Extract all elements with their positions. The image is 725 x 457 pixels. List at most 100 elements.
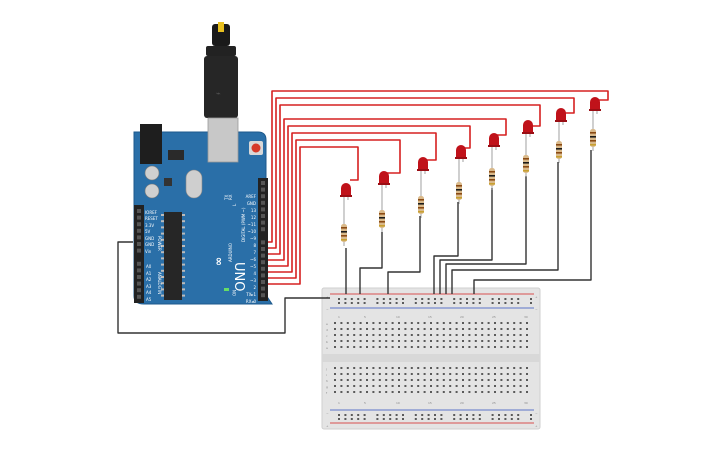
breadboard-hole[interactable] xyxy=(481,340,484,342)
breadboard-hole[interactable] xyxy=(481,334,484,336)
breadboard-hole[interactable] xyxy=(334,322,336,324)
breadboard-hole[interactable] xyxy=(449,322,452,324)
breadboard-hole[interactable] xyxy=(398,391,400,393)
breadboard-hole[interactable] xyxy=(423,346,426,348)
breadboard-hole[interactable] xyxy=(346,346,349,348)
breadboard-hole[interactable] xyxy=(357,414,360,416)
breadboard-hole[interactable] xyxy=(382,414,385,416)
led-2[interactable] xyxy=(378,171,390,190)
breadboard-hole[interactable] xyxy=(417,373,420,375)
breadboard-hole[interactable] xyxy=(442,373,445,375)
breadboard-hole[interactable] xyxy=(513,391,516,393)
breadboard-hole[interactable] xyxy=(474,334,477,336)
breadboard-hole[interactable] xyxy=(402,298,404,300)
breadboard-hole[interactable] xyxy=(462,391,464,393)
led-body[interactable] xyxy=(379,171,389,184)
breadboard-hole[interactable] xyxy=(372,379,375,381)
breadboard-hole[interactable] xyxy=(494,373,496,375)
wire-pin7[interactable] xyxy=(265,104,541,255)
breadboard-hole[interactable] xyxy=(391,385,394,387)
breadboard-hole[interactable] xyxy=(504,414,507,416)
breadboard-hole[interactable] xyxy=(462,334,464,336)
header-pin[interactable] xyxy=(261,207,265,212)
breadboard-hole[interactable] xyxy=(417,391,420,393)
wire-pin3[interactable] xyxy=(265,139,401,279)
breadboard-hole[interactable] xyxy=(359,379,362,381)
breadboard-hole[interactable] xyxy=(385,373,388,375)
breadboard-hole[interactable] xyxy=(423,334,426,336)
breadboard-hole[interactable] xyxy=(453,302,456,304)
breadboard-hole[interactable] xyxy=(410,340,413,342)
breadboard-hole[interactable] xyxy=(398,373,400,375)
breadboard-hole[interactable] xyxy=(468,391,471,393)
breadboard-hole[interactable] xyxy=(442,334,445,336)
breadboard-hole[interactable] xyxy=(338,302,340,304)
breadboard-hole[interactable] xyxy=(340,385,343,387)
breadboard-hole[interactable] xyxy=(517,298,520,300)
breadboard-hole[interactable] xyxy=(481,373,484,375)
breadboard-hole[interactable] xyxy=(359,322,362,324)
breadboard-hole[interactable] xyxy=(398,367,400,369)
wire-pin4[interactable] xyxy=(265,132,437,273)
breadboard-hole[interactable] xyxy=(346,367,349,369)
breadboard-hole[interactable] xyxy=(430,322,432,324)
resistor-7[interactable] xyxy=(556,127,562,163)
breadboard-hole[interactable] xyxy=(382,418,385,420)
breadboard-hole[interactable] xyxy=(334,340,336,342)
breadboard-hole[interactable] xyxy=(500,367,503,369)
breadboard-hole[interactable] xyxy=(472,418,475,420)
breadboard-hole[interactable] xyxy=(353,346,356,348)
breadboard-hole[interactable] xyxy=(395,418,398,420)
breadboard-hole[interactable] xyxy=(436,322,439,324)
breadboard-hole[interactable] xyxy=(498,418,500,420)
header-pin[interactable] xyxy=(137,261,141,266)
breadboard-hole[interactable] xyxy=(481,385,484,387)
breadboard-hole[interactable] xyxy=(462,340,464,342)
breadboard-hole[interactable] xyxy=(500,334,503,336)
led-1[interactable] xyxy=(340,183,352,202)
breadboard-hole[interactable] xyxy=(427,418,430,420)
breadboard-hole[interactable] xyxy=(404,379,407,381)
breadboard-hole[interactable] xyxy=(487,373,490,375)
breadboard-hole[interactable] xyxy=(423,340,426,342)
breadboard-hole[interactable] xyxy=(462,379,464,381)
breadboard-hole[interactable] xyxy=(376,418,379,420)
breadboard-hole[interactable] xyxy=(478,418,481,420)
breadboard-hole[interactable] xyxy=(513,328,516,330)
breadboard-hole[interactable] xyxy=(466,298,468,300)
breadboard-hole[interactable] xyxy=(506,391,509,393)
breadboard-hole[interactable] xyxy=(442,385,445,387)
breadboard-hole[interactable] xyxy=(410,385,413,387)
breadboard-hole[interactable] xyxy=(334,379,336,381)
breadboard-hole[interactable] xyxy=(372,340,375,342)
breadboard-hole[interactable] xyxy=(410,373,413,375)
breadboard-hole[interactable] xyxy=(519,379,522,381)
breadboard-hole[interactable] xyxy=(334,391,336,393)
breadboard-hole[interactable] xyxy=(353,367,356,369)
led-3[interactable] xyxy=(417,157,429,176)
breadboard-hole[interactable] xyxy=(366,391,368,393)
breadboard-hole[interactable] xyxy=(449,373,452,375)
breadboard-hole[interactable] xyxy=(434,418,436,420)
breadboard-hole[interactable] xyxy=(487,340,490,342)
breadboard-hole[interactable] xyxy=(526,367,528,369)
breadboard-hole[interactable] xyxy=(487,346,490,348)
resistor-4[interactable] xyxy=(456,164,462,204)
breadboard-hole[interactable] xyxy=(385,334,388,336)
breadboard-hole[interactable] xyxy=(494,367,496,369)
header-pin[interactable] xyxy=(261,253,265,258)
breadboard-hole[interactable] xyxy=(519,340,522,342)
led-5[interactable] xyxy=(488,133,500,152)
breadboard-hole[interactable] xyxy=(363,302,366,304)
breadboard-hole[interactable] xyxy=(455,385,458,387)
breadboard-hole[interactable] xyxy=(404,322,407,324)
breadboard-hole[interactable] xyxy=(346,379,349,381)
breadboard-hole[interactable] xyxy=(363,298,366,300)
breadboard-hole[interactable] xyxy=(510,298,513,300)
breadboard-hole[interactable] xyxy=(498,302,500,304)
breadboard-hole[interactable] xyxy=(506,340,509,342)
breadboard-hole[interactable] xyxy=(359,340,362,342)
breadboard-hole[interactable] xyxy=(410,367,413,369)
led-body[interactable] xyxy=(456,145,466,158)
breadboard-hole[interactable] xyxy=(398,346,400,348)
